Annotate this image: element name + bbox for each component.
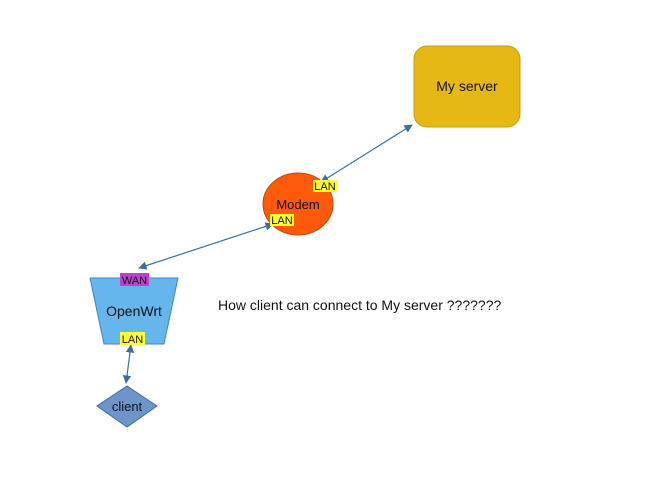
question-text: How client can connect to My server ????…	[218, 297, 501, 313]
server-label: My server	[436, 78, 498, 94]
server-node[interactable]: My server	[413, 45, 521, 128]
connector-modem-server[interactable]	[320, 124, 413, 183]
openwrt-label: OpenWrt	[106, 303, 162, 319]
modem-lan-port-top: LAN	[313, 180, 337, 193]
modem-lan-top-label: LAN	[314, 181, 335, 193]
client-shape	[96, 385, 158, 428]
connector-openwrt-client[interactable]	[122, 344, 135, 384]
client-label: client	[112, 399, 143, 414]
openwrt-lan-port: LAN	[120, 332, 145, 346]
modem-lan-port-bottom: LAN	[270, 214, 294, 227]
server-shape	[413, 45, 521, 128]
modem-lan-bottom-label: LAN	[271, 215, 292, 227]
connector-openwrt-modem[interactable]	[138, 222, 274, 270]
openwrt-wan-label: WAN	[122, 275, 147, 287]
openwrt-wan-port: WAN	[120, 273, 149, 287]
client-node[interactable]: client	[96, 385, 158, 428]
openwrt-lan-label: LAN	[122, 334, 143, 346]
modem-label: Modem	[276, 197, 319, 212]
